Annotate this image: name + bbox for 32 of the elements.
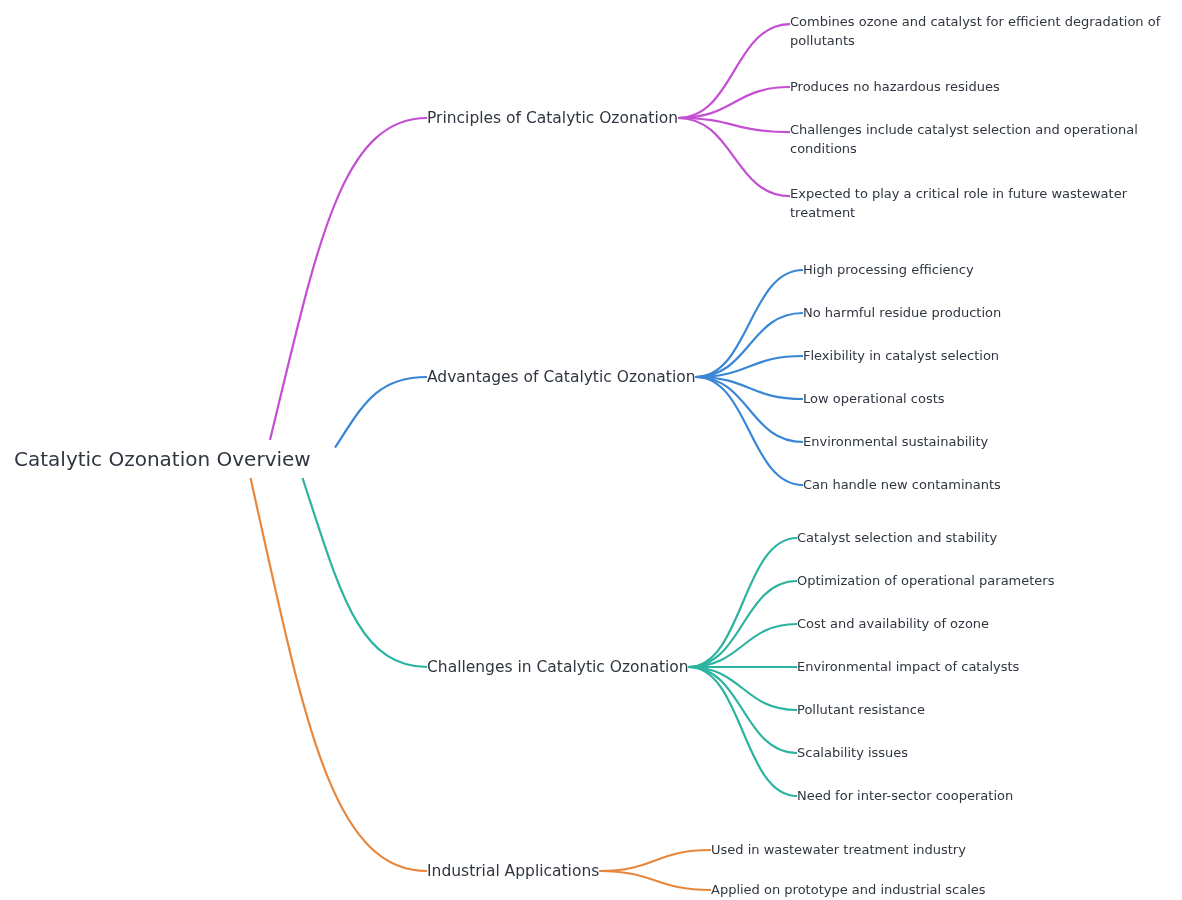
subtopic-text: Low operational costs: [803, 389, 945, 409]
central-topic: Catalytic Ozonation Overview: [10, 440, 335, 478]
connector-line: [268, 116, 428, 441]
subtopic-text: Combines ozone and catalyst for efficient degradation of pollutants: [790, 13, 1182, 51]
branch-topic: Industrial Applications: [427, 859, 600, 883]
subtopic-text: Produces no hazardous residues: [790, 77, 1000, 97]
branch-topic: Advantages of Catalytic Ozonation: [427, 365, 696, 389]
subtopic-text: Need for inter-sector cooperation: [797, 786, 1014, 806]
connector-line: [301, 477, 428, 669]
subtopic-text: Environmental sustainability: [803, 432, 989, 452]
subtopic-text: High processing efficiency: [803, 260, 974, 280]
connector-line: [695, 375, 804, 487]
connector-line: [688, 665, 798, 798]
subtopic-text: Flexibility in catalyst selection: [803, 346, 1000, 366]
subtopic-text: Can handle new contaminants: [803, 475, 1001, 495]
subtopic-text: Environmental impact of catalysts: [797, 657, 1020, 677]
subtopic-text: Applied on prototype and industrial scales: [711, 880, 986, 900]
subtopic-text: No harmful residue production: [803, 303, 1002, 323]
branch-topic: Challenges in Catalytic Ozonation: [427, 655, 689, 679]
subtopic-text: Cost and availability of ozone: [797, 614, 990, 634]
subtopic-text: Pollutant resistance: [797, 700, 925, 720]
subtopic-text: Catalyst selection and stability: [797, 528, 998, 548]
subtopic-text: Scalability issues: [797, 743, 909, 763]
subtopic-text: Used in wastewater treatment industry: [711, 840, 966, 860]
branch-topic: Principles of Catalytic Ozonation: [427, 106, 678, 130]
connector-line: [599, 869, 712, 892]
connector-line: [334, 375, 428, 449]
subtopic-text: Optimization of operational parameters: [797, 571, 1055, 591]
subtopic-text: Expected to play a critical role in future wastewater treatment: [790, 185, 1170, 223]
connector-line: [249, 477, 428, 873]
connector-line: [677, 116, 791, 198]
subtopic-text: Challenges include catalyst selection and operational conditions: [790, 121, 1170, 159]
